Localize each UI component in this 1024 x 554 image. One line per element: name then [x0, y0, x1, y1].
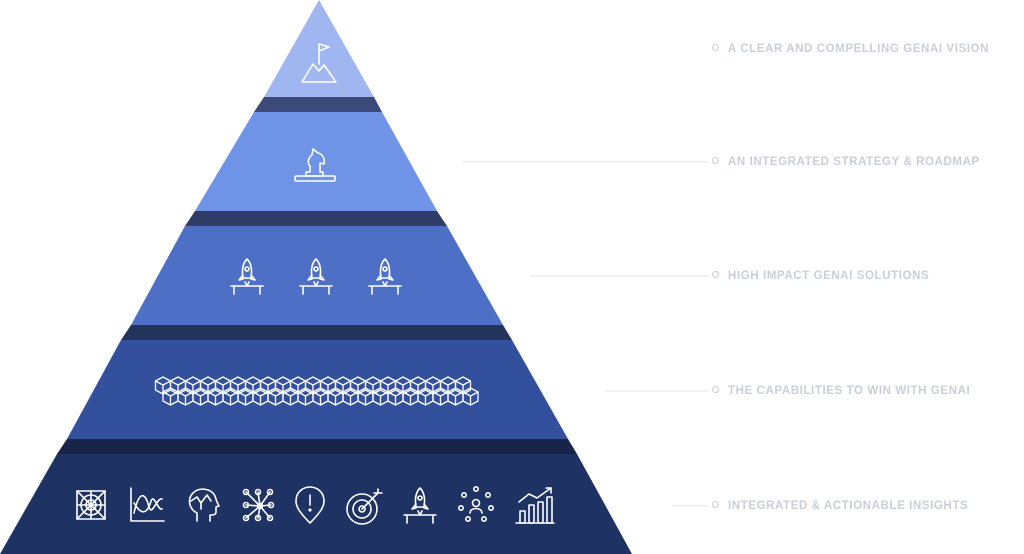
- tier-3-shadow: [121, 325, 512, 340]
- pyramid-tier-4: [57, 340, 577, 454]
- pyramid-tier-5: [0, 454, 632, 554]
- tier-1-label: A CLEAR AND COMPELLING GENAI VISION: [712, 42, 989, 56]
- bullet-dot-icon: [712, 44, 719, 52]
- tier-5-label: INTEGRATED & ACTIONABLE INSIGHTS: [712, 499, 968, 513]
- tier-3-label-text: HIGH IMPACT GENAI SOLUTIONS: [728, 270, 930, 282]
- mountain-flag-icon: [301, 43, 337, 83]
- cube-blocks-icon: [154, 376, 479, 406]
- tier-5-shape: [0, 454, 632, 554]
- bullet-dot-icon: [712, 386, 719, 394]
- rocket-icon: [368, 258, 402, 295]
- rocket-icon: [299, 258, 333, 295]
- tier-2-shape: [195, 112, 437, 211]
- pyramid-tier-3: [121, 226, 512, 340]
- bullet-dot-icon: [712, 501, 719, 509]
- pyramid-tier-2: [185, 112, 447, 226]
- target-arrow-icon: [346, 488, 383, 525]
- rocket-icon: [403, 487, 437, 524]
- people-network-icon: [457, 485, 495, 523]
- spider-web-icon: [76, 490, 106, 520]
- pyramid-tier-1: [254, 0, 382, 112]
- bar-chart-growth-icon: [515, 487, 555, 524]
- head-brain-icon: [188, 488, 220, 522]
- alert-pin-icon: [295, 486, 325, 524]
- network-nodes-icon: [242, 488, 275, 522]
- tier-3-label: HIGH IMPACT GENAI SOLUTIONS: [712, 269, 929, 283]
- tier-5-label-text: INTEGRATED & ACTIONABLE INSIGHTS: [728, 500, 969, 512]
- tier-2-label: AN INTEGRATED STRATEGY & ROADMAP: [712, 155, 980, 169]
- bullet-dot-icon: [712, 271, 719, 279]
- tier-4-label: THE CAPABILITIES TO WIN WITH GENAI: [712, 384, 970, 398]
- tier-4-label-text: THE CAPABILITIES TO WIN WITH GENAI: [728, 385, 971, 397]
- tier-2-shadow: [185, 211, 447, 226]
- chess-knight-icon: [294, 148, 336, 182]
- tier-2-label-text: AN INTEGRATED STRATEGY & ROADMAP: [728, 156, 980, 168]
- rocket-icon: [230, 258, 264, 295]
- line-graph-icon: [130, 487, 165, 522]
- tier-4-shadow: [57, 439, 577, 454]
- bullet-dot-icon: [712, 157, 719, 165]
- tier-1-shadow: [254, 97, 382, 112]
- tier-1-label-text: A CLEAR AND COMPELLING GENAI VISION: [728, 43, 990, 55]
- tier-3-shape: [131, 226, 503, 325]
